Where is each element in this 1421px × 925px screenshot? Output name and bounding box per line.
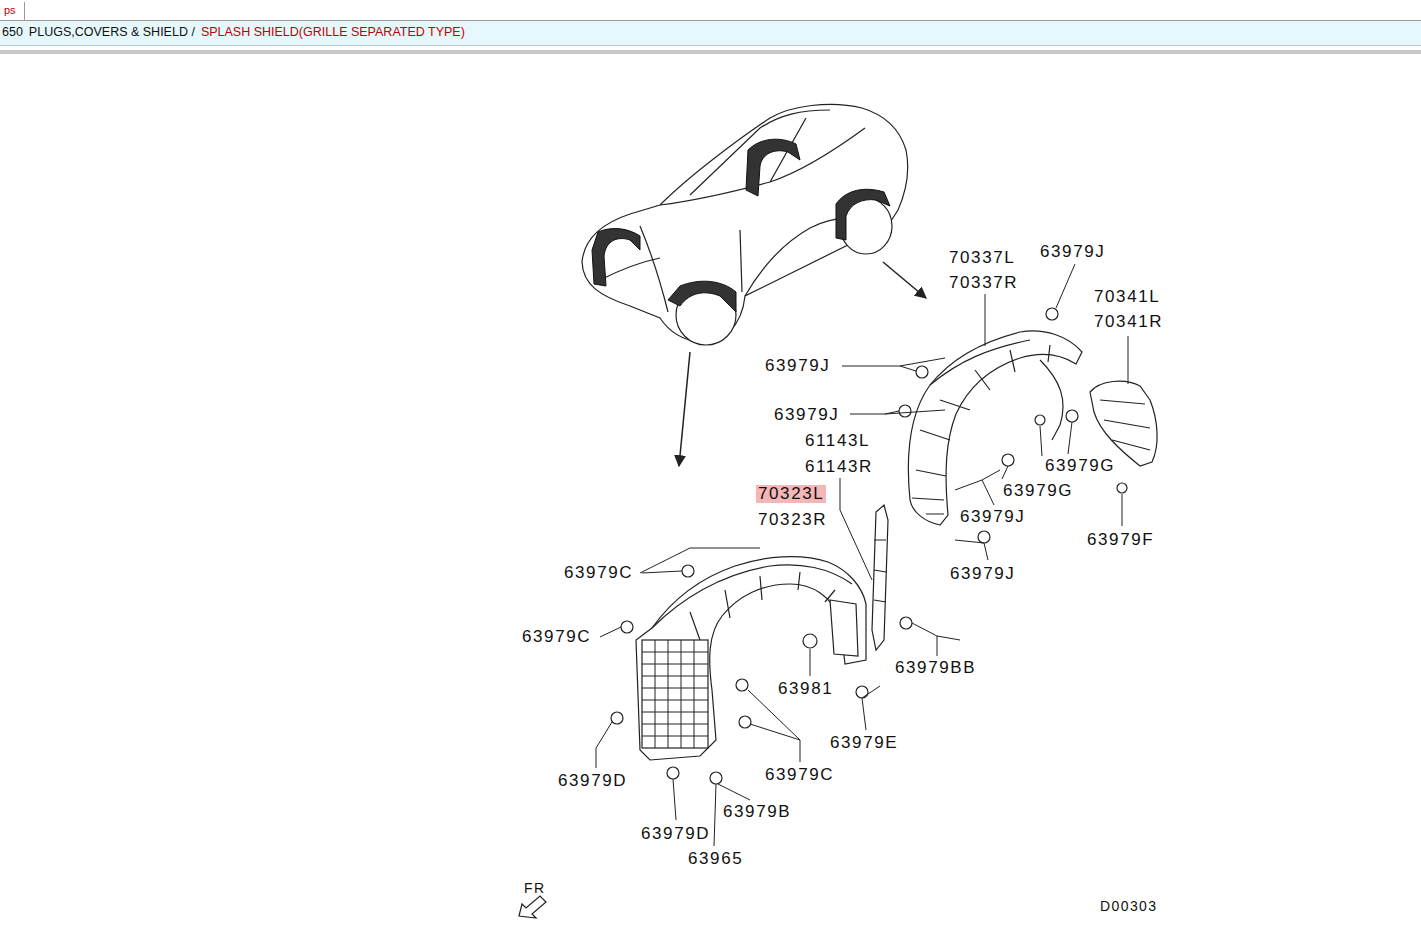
header-bar [0,0,1421,54]
callout-number: 63965 [688,850,743,869]
callout-number: 63979C [765,766,834,785]
callout-number: 63979E [830,734,898,753]
callout-number: 63979G [1045,457,1115,476]
liner-thumbnails [592,139,890,312]
direction-label: FR [524,881,545,896]
callout-number: 63981 [778,680,833,699]
group-title: PLUGS,COVERS & SHIELD / [29,26,195,40]
callout-number: 63979G [1003,482,1073,501]
callout-number: 63979C [522,628,591,647]
car-outline [582,104,908,345]
callout-number: 63979D [641,825,710,844]
callout-number: 70323R [758,511,827,530]
callout-number: 63979B [723,803,791,822]
clip-fasteners [611,308,1127,784]
callout-number: 63979F [1087,531,1154,550]
splash-strip [872,505,888,650]
section-number: 650 [2,26,23,40]
callout-number: 61143R [805,458,873,477]
callout-number: 63979BB [895,659,976,678]
callout-number: 63979J [774,406,839,425]
callout-number: 70337L [949,249,1015,268]
callout-number: 63979C [564,564,633,583]
front-splash-shield [636,557,866,760]
view-arrows [679,262,926,466]
callout-number: 63979D [558,772,627,791]
page-title: SPLASH SHIELD(GRILLE SEPARATED TYPE) [201,26,465,40]
callout-number: 63979J [950,565,1015,584]
callout-number: 70337R [949,274,1018,293]
callout-number: 70323L [756,485,826,504]
callout-number: 63979J [765,357,830,376]
callout-number: 61143L [805,432,870,451]
rear-flap-shield [1090,381,1157,466]
callout-number: 70341R [1094,313,1163,332]
leader-lines [596,264,1128,846]
callout-number: 63979J [1040,243,1105,262]
diagram-code: D00303 [1100,899,1157,914]
callout-number: 63979J [960,508,1025,527]
front-direction-arrow [519,896,546,918]
tab-label: ps [4,4,16,16]
callout-number: 70341L [1094,288,1160,307]
